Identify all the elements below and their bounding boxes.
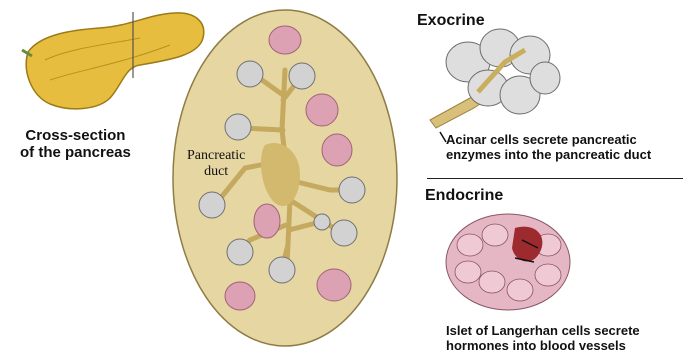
duct-label-line-2: duct [187, 164, 245, 180]
cross-section-label-line-1: Cross-section [20, 127, 131, 144]
exocrine-desc-line-2: enzymes into the pancreatic duct [446, 148, 651, 163]
exocrine-description: Acinar cells secrete pancreatic enzymes … [446, 133, 651, 163]
acinar-cluster-illustration [430, 29, 560, 142]
endocrine-title: Endocrine [425, 187, 503, 205]
pancreatic-duct-label: Pancreatic duct [187, 148, 245, 180]
exocrine-title: Exocrine [417, 12, 485, 30]
section-divider [427, 178, 683, 179]
endocrine-desc-line-2: hormones into blood vessels [446, 339, 640, 354]
whole-pancreas-illustration [22, 12, 204, 109]
exocrine-desc-line-1: Acinar cells secrete pancreatic [446, 133, 651, 148]
endocrine-description: Islet of Langerhan cells secrete hormone… [446, 324, 640, 354]
cross-section-label-line-2: of the pancreas [20, 144, 131, 161]
islet-cluster-illustration [446, 214, 570, 310]
cross-section-label: Cross-section of the pancreas [20, 127, 131, 162]
duct-label-line-1: Pancreatic [187, 148, 245, 164]
endocrine-desc-line-1: Islet of Langerhan cells secrete [446, 324, 640, 339]
